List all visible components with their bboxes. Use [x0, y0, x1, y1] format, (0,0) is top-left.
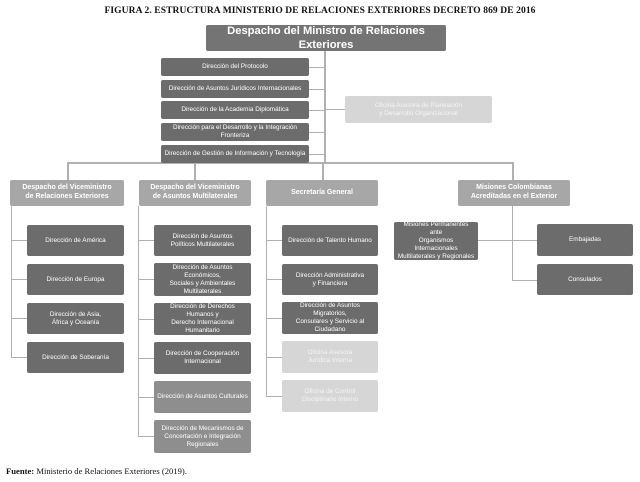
connector-branch	[194, 162, 196, 180]
connector-item	[266, 318, 282, 319]
staff-box-academia: Dirección de la Academia Diplomática	[161, 101, 309, 119]
connector-item	[478, 240, 537, 241]
unit-box-juridica-interna: Oficina Asesora Jurídica Interna	[282, 341, 378, 373]
connector-spine	[512, 206, 513, 280]
connector-branches-horizontal	[67, 162, 513, 164]
unit-box-control-disciplinario: Oficina de Control Disciplinario Interno	[282, 380, 378, 412]
staff-box-juridicos: Dirección de Asuntos Jurídicos Internaci…	[161, 80, 309, 98]
connector-item	[138, 279, 154, 280]
connector-staff	[309, 89, 324, 90]
unit-box-talento: Dirección de Talento Humano	[282, 225, 378, 256]
connector-spine	[11, 206, 12, 357]
connector-staff	[309, 110, 324, 111]
unit-box-politicos: Dirección de Asuntos Políticos Multilate…	[154, 225, 251, 256]
connector-item	[138, 397, 154, 398]
unit-box-asia: Dirección de Asia, África y Oceanía	[27, 303, 124, 334]
source-text: Ministerio de Relaciones Exteriores (201…	[34, 466, 187, 476]
unit-box-economicos: Dirección de Asuntos Económicos, Sociale…	[154, 263, 251, 296]
staff-box-tecnologia: Dirección de Gestión de Información y Te…	[161, 145, 309, 163]
minister-office-box: Despacho del Ministro de Relaciones Exte…	[206, 25, 446, 51]
connector-branch	[67, 162, 69, 180]
staff-box-protocolo: Dirección del Protocolo	[161, 58, 309, 76]
connector-spine	[138, 206, 139, 436]
figure-title: FIGURA 2. ESTRUCTURA MINISTERIO DE RELAC…	[104, 6, 536, 16]
unit-box-migratorios: Dirección de Asuntos Migratorios, Consul…	[282, 302, 378, 334]
source-note: Fuente: Ministerio de Relaciones Exterio…	[6, 466, 187, 476]
connector-item	[11, 279, 27, 280]
unit-box-consulados: Consulados	[537, 264, 633, 295]
branch-head-misiones: Misiones Colombianas Acreditadas en el E…	[458, 180, 570, 206]
connector-staff	[309, 67, 324, 68]
unit-box-soberania: Dirección de Soberanía	[27, 342, 124, 373]
connector-item	[138, 358, 154, 359]
unit-box-ddhh: Dirección de Derechos Humanos y Derecho …	[154, 303, 251, 335]
connector-item	[138, 436, 154, 437]
unit-box-mecanismos: Dirección de Mecanismos de Concertación …	[154, 420, 251, 453]
connector-item	[266, 396, 282, 397]
connector-item	[266, 240, 282, 241]
unit-box-europa: Dirección de Europa	[27, 264, 124, 295]
connector-advisory	[326, 109, 345, 110]
unit-box-cooperacion: Dirección de Cooperación Internacional	[154, 342, 251, 374]
unit-box-administrativa: Dirección Administrativa y Financiera	[282, 264, 378, 295]
connector-staff	[309, 132, 324, 133]
unit-box-misiones-permanentes: Misiones Permanentes ante Organismos Int…	[394, 221, 478, 260]
connector-item	[11, 318, 27, 319]
connector-spine	[266, 206, 267, 396]
connector-main-vertical	[324, 51, 326, 162]
connector-item	[138, 319, 154, 320]
connector-branch	[322, 162, 324, 180]
staff-box-fronteriza: Dirección para el Desarrollo y la Integr…	[161, 123, 309, 141]
branch-head-secretaria: Secretaría General	[266, 180, 378, 206]
advisory-planeacion-box: Oficina Asesora de Planeación y Desarrol…	[345, 96, 492, 123]
connector-branch	[512, 162, 514, 180]
source-label: Fuente:	[6, 466, 35, 476]
connector-item	[266, 357, 282, 358]
branch-head-vice-multilaterales: Despacho del Viceministro de Asuntos Mul…	[139, 180, 251, 206]
branch-head-vice-exteriores: Despacho del Viceministro de Relaciones …	[10, 180, 124, 206]
connector-item	[512, 280, 537, 281]
connector-item	[138, 240, 154, 241]
connector-item	[11, 357, 27, 358]
unit-box-america: Dirección de América	[27, 225, 124, 256]
connector-item	[266, 279, 282, 280]
unit-box-embajadas: Embajadas	[537, 224, 633, 256]
connector-staff	[309, 154, 324, 155]
connector-item	[11, 240, 27, 241]
unit-box-culturales: Dirección de Asuntos Culturales	[154, 381, 251, 413]
